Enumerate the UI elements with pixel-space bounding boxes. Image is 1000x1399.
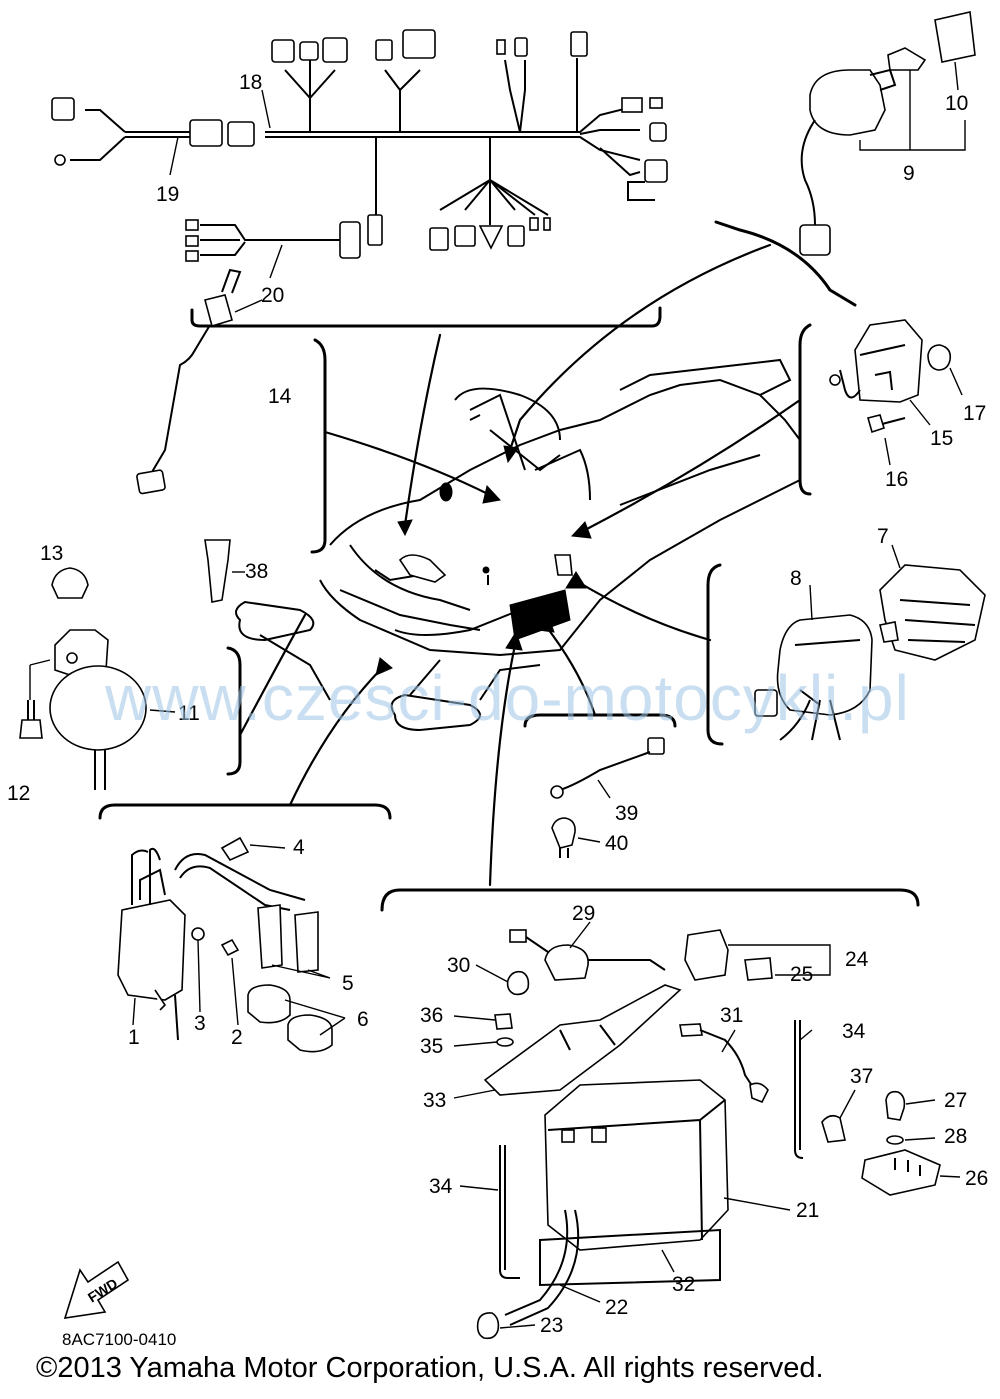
callout-20: 20 <box>261 284 284 307</box>
snowmobile-body <box>235 243 802 887</box>
callout-37: 37 <box>850 1065 873 1088</box>
cable-band-group <box>204 539 245 603</box>
callout-35: 35 <box>420 1035 443 1058</box>
sensor-group <box>523 713 677 858</box>
callout-19: 19 <box>156 183 179 206</box>
callout-12: 12 <box>7 782 30 805</box>
callout-17: 17 <box>963 402 986 425</box>
battery-group <box>380 888 961 1340</box>
callout-32: 32 <box>672 1273 695 1296</box>
wire-harness-group <box>51 29 668 328</box>
callout-9: 9 <box>903 162 915 185</box>
callout-5: 5 <box>342 972 354 995</box>
callout-25: 25 <box>790 963 813 986</box>
callout-18: 18 <box>239 71 262 94</box>
stop-switch-group <box>136 268 327 554</box>
fwd-arrow-icon: FWD <box>63 1260 130 1319</box>
watermark: www.czesci-do-motocykli.pl <box>104 662 910 734</box>
callout-28: 28 <box>944 1125 967 1148</box>
callout-26: 26 <box>965 1167 988 1190</box>
callout-6: 6 <box>357 1008 369 1031</box>
callout-31: 31 <box>720 1004 743 1027</box>
callout-34-lower: 34 <box>429 1175 453 1198</box>
callout-40: 40 <box>605 832 628 855</box>
callout-29: 29 <box>572 902 595 925</box>
callout-1: 1 <box>128 1026 140 1049</box>
callout-34: 34 <box>842 1020 866 1043</box>
callout-14: 14 <box>268 385 292 408</box>
horn-group <box>19 567 242 790</box>
callout-30: 30 <box>447 954 470 977</box>
callout-10: 10 <box>945 92 968 115</box>
copyright-notice: ©2013 Yamaha Motor Corporation, U.S.A. A… <box>36 1352 824 1384</box>
callout-2: 2 <box>231 1026 243 1049</box>
cdi-unit-group <box>706 544 986 746</box>
diagram-code: 8AC7100-0410 <box>62 1330 177 1349</box>
callout-13: 13 <box>40 542 63 565</box>
callout-27: 27 <box>944 1089 967 1112</box>
callout-11: 11 <box>178 702 200 725</box>
regulator-group <box>798 319 963 496</box>
callout-23: 23 <box>540 1314 563 1337</box>
ignition-coil-group <box>98 803 392 1053</box>
callout-39: 39 <box>615 802 638 825</box>
callout-3: 3 <box>194 1012 206 1035</box>
callout-4: 4 <box>293 836 305 859</box>
callout-38: 38 <box>245 560 268 583</box>
callout-24: 24 <box>845 948 869 971</box>
callout-8: 8 <box>790 567 802 590</box>
callout-22: 22 <box>605 1296 628 1319</box>
callout-15: 15 <box>930 427 953 450</box>
callout-36: 36 <box>420 1004 443 1027</box>
callout-33: 33 <box>423 1089 446 1112</box>
callout-7: 7 <box>877 525 889 548</box>
main-switch-group <box>714 11 976 307</box>
callout-labels: 1 2 3 4 5 6 7 8 9 10 11 12 13 14 15 16 1… <box>7 71 988 1337</box>
callout-16: 16 <box>885 468 908 491</box>
callout-21: 21 <box>796 1199 819 1222</box>
